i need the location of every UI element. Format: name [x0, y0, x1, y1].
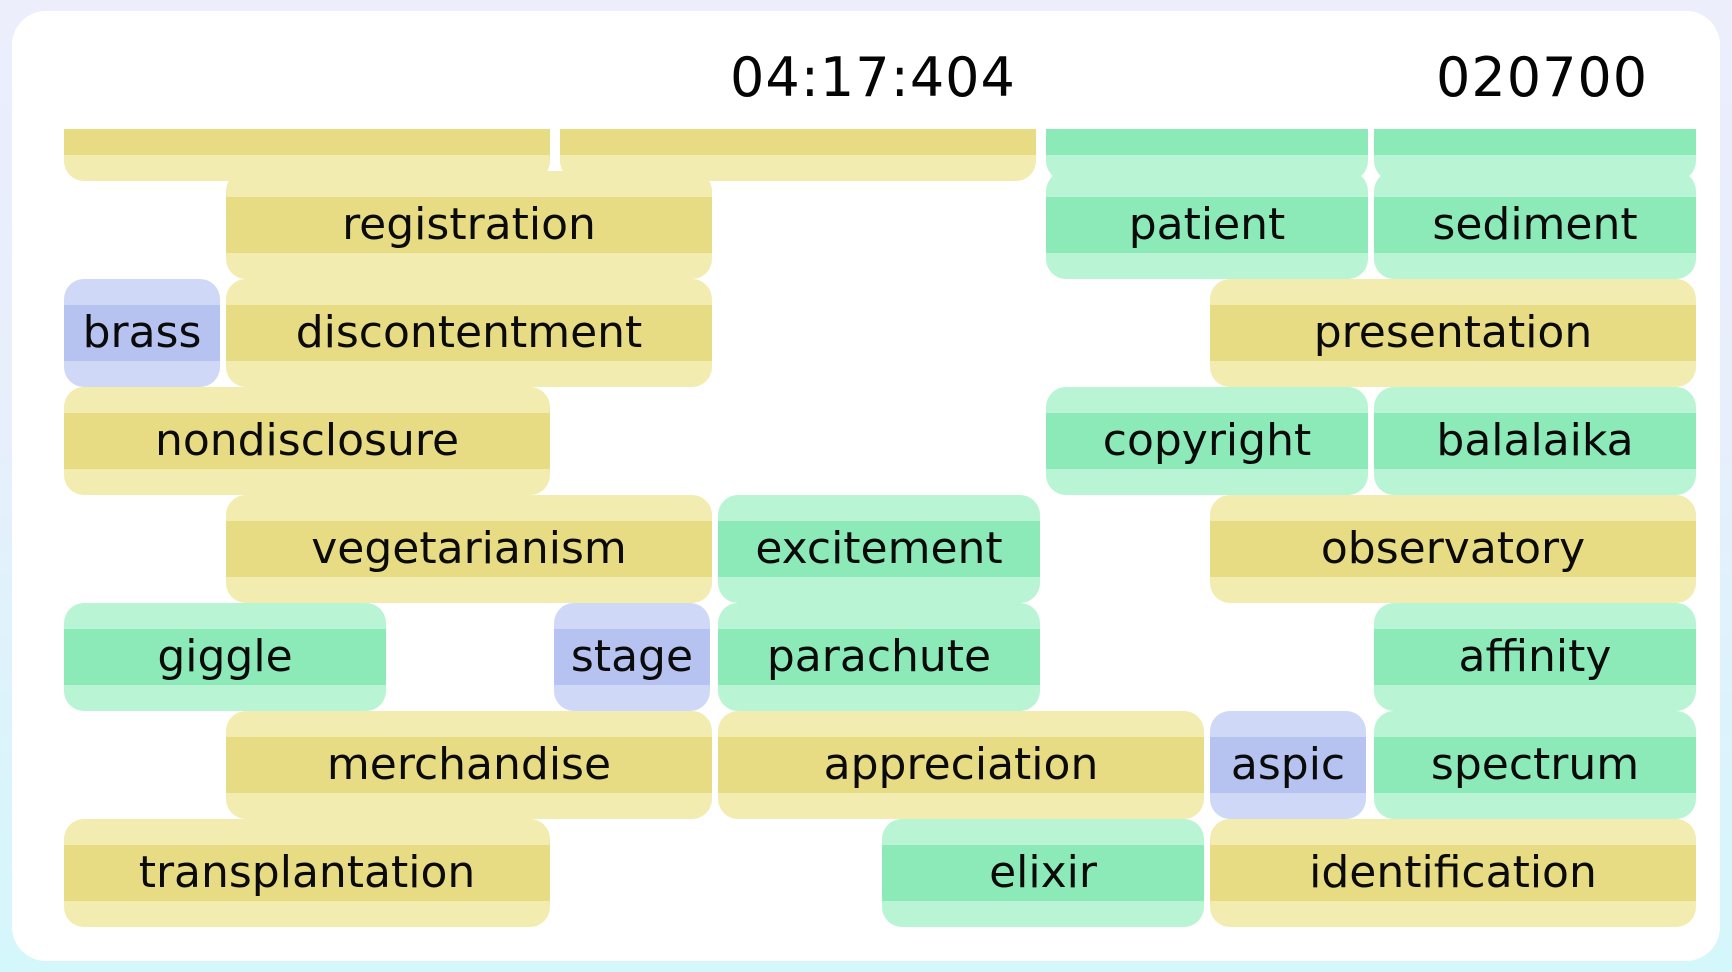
word-pill-presentation[interactable]: presentation: [1210, 279, 1696, 387]
word-pill-label: elixir: [989, 847, 1097, 898]
word-pill-clipped[interactable]: [1374, 73, 1696, 181]
word-pill-label: transplantation: [138, 847, 476, 898]
word-pill-elixir[interactable]: elixir: [882, 819, 1204, 927]
word-pill-band: [554, 629, 710, 685]
word-pill-balalaika[interactable]: balalaika: [1374, 387, 1696, 495]
word-pill-band: [1046, 99, 1368, 155]
word-pill-band: [1374, 629, 1696, 685]
word-pill-merchandise[interactable]: merchandise: [226, 711, 712, 819]
word-pill-stage[interactable]: stage: [554, 603, 710, 711]
word-pill-band: [1210, 305, 1696, 361]
word-pill-band: [1210, 737, 1366, 793]
word-pill-band: [64, 305, 220, 361]
word-pill-giggle[interactable]: giggle: [64, 603, 386, 711]
word-pill-band: [1210, 521, 1696, 577]
word-pill-band: [882, 845, 1204, 901]
word-pill-band: [1046, 197, 1368, 253]
word-pill-band: [226, 521, 712, 577]
word-pill-parachute[interactable]: parachute: [718, 603, 1040, 711]
word-pill-label: balalaika: [1436, 415, 1634, 466]
word-pill-label: affinity: [1458, 631, 1612, 682]
word-pill-brass[interactable]: brass: [64, 279, 220, 387]
word-pill-affinity[interactable]: affinity: [1374, 603, 1696, 711]
word-pill-band: [226, 305, 712, 361]
word-pill-band: [226, 737, 712, 793]
word-pill-label: spectrum: [1430, 739, 1640, 790]
word-pill-copyright[interactable]: copyright: [1046, 387, 1368, 495]
word-pill-band: [64, 845, 550, 901]
word-pill-label: copyright: [1102, 415, 1312, 466]
word-pill-aspic[interactable]: aspic: [1210, 711, 1366, 819]
word-pill-label: nondisclosure: [154, 415, 460, 466]
word-pill-band: [64, 629, 386, 685]
word-pill-sediment[interactable]: sediment: [1374, 171, 1696, 279]
word-pill-patient[interactable]: patient: [1046, 171, 1368, 279]
word-pill-band: [718, 629, 1040, 685]
word-pill-band: [1374, 99, 1696, 155]
word-pill-identification[interactable]: identification: [1210, 819, 1696, 927]
word-pill-label: brass: [82, 307, 202, 358]
word-pill-label: observatory: [1320, 523, 1586, 574]
word-pill-label: registration: [342, 199, 596, 250]
word-pill-band: [64, 413, 550, 469]
word-pill-label: sediment: [1432, 199, 1638, 250]
word-pill-band: [718, 737, 1204, 793]
word-pill-label: presentation: [1313, 307, 1593, 358]
word-pill-label: stage: [570, 631, 694, 682]
word-pill-band: [226, 197, 712, 253]
word-pill-label: excitement: [755, 523, 1003, 574]
word-pill-observatory[interactable]: observatory: [1210, 495, 1696, 603]
word-pill-vegetarianism[interactable]: vegetarianism: [226, 495, 712, 603]
word-pill-spectrum[interactable]: spectrum: [1374, 711, 1696, 819]
word-pill-label: appreciation: [823, 739, 1099, 790]
word-pill-clipped[interactable]: [1046, 73, 1368, 181]
word-pill-transplantation[interactable]: transplantation: [64, 819, 550, 927]
word-pill-clipped[interactable]: [64, 73, 550, 181]
word-pill-label: vegetarianism: [311, 523, 627, 574]
word-pill-discontentment[interactable]: discontentment: [226, 279, 712, 387]
word-pill-registration[interactable]: registration: [226, 171, 712, 279]
word-pill-label: parachute: [766, 631, 992, 682]
word-pill-band: [1210, 845, 1696, 901]
word-pill-clipped[interactable]: [560, 73, 1036, 181]
word-pill-label: aspic: [1230, 739, 1346, 790]
word-pill-band: [560, 99, 1036, 155]
word-pill-band: [64, 99, 550, 155]
word-pill-label: merchandise: [326, 739, 612, 790]
word-pill-label: identification: [1309, 847, 1597, 898]
word-pill-label: patient: [1128, 199, 1286, 250]
word-pill-excitement[interactable]: excitement: [718, 495, 1040, 603]
word-pill-label: discontentment: [295, 307, 643, 358]
word-pill-nondisclosure[interactable]: nondisclosure: [64, 387, 550, 495]
word-pill-band: [718, 521, 1040, 577]
word-pill-band: [1374, 197, 1696, 253]
word-pill-grid: registration patient sediment brass disconte…: [12, 11, 1720, 961]
word-pill-appreciation[interactable]: appreciation: [718, 711, 1204, 819]
word-pill-label: giggle: [157, 631, 293, 682]
word-pill-band: [1046, 413, 1368, 469]
word-pill-band: [1374, 737, 1696, 793]
word-pill-band: [1374, 413, 1696, 469]
